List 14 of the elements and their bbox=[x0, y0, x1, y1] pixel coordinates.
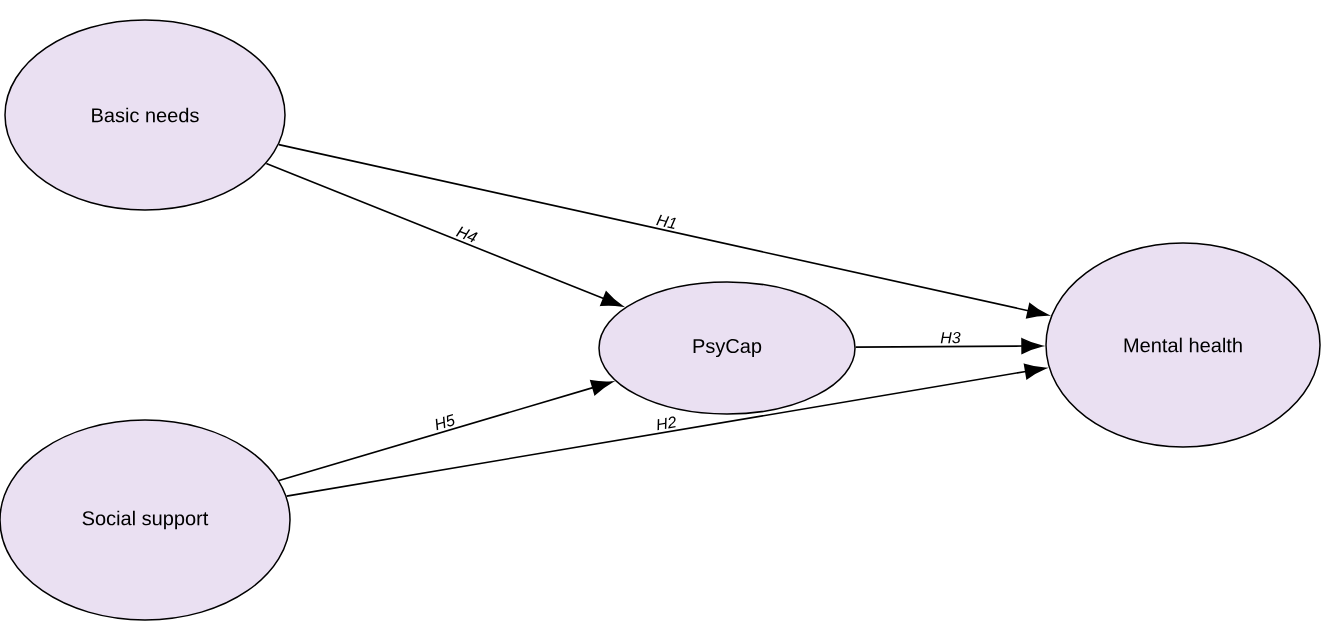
edge-label: H5 bbox=[435, 414, 455, 431]
ellipse-node: Mental health bbox=[1045, 242, 1321, 448]
arrow bbox=[854, 338, 1043, 354]
arrow bbox=[278, 379, 613, 482]
edge-label: H1 bbox=[656, 214, 676, 229]
arrow bbox=[285, 363, 1046, 497]
ellipse-node: PsyCap bbox=[598, 281, 856, 415]
edge-label: H2 bbox=[657, 416, 676, 431]
ellipse-node: Basic needs bbox=[4, 19, 286, 211]
edge-label: H3 bbox=[940, 331, 961, 344]
edge-label: H4 bbox=[455, 226, 478, 243]
arrow bbox=[278, 143, 1049, 319]
ellipse-node: Social support bbox=[0, 419, 291, 621]
arrow bbox=[265, 162, 623, 307]
